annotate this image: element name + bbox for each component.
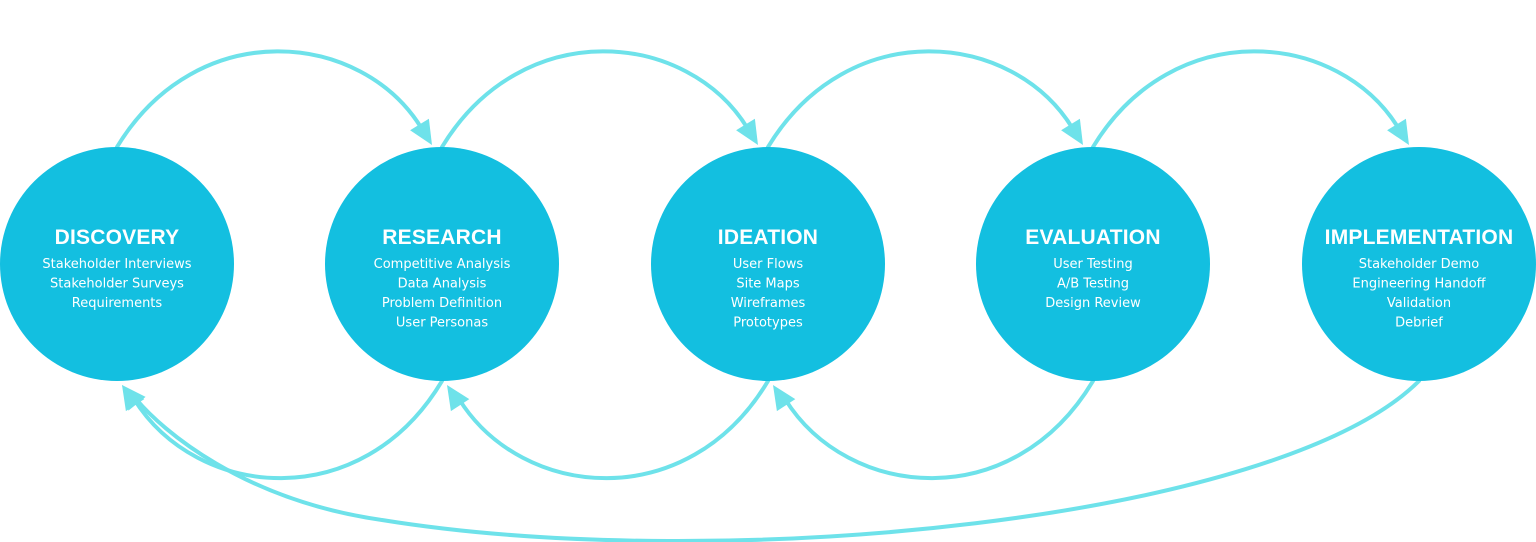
arrow-ideation-to-research [447,379,770,481]
arrow-evaluation-to-implementation-head [1387,118,1409,145]
stage-item-implementation-3: Validation [1387,296,1451,311]
stage-discovery: DISCOVERY Stakeholder InterviewsStakehold… [0,147,234,381]
stage-item-ideation-4: Prototypes [733,316,803,331]
arrow-implementation-to-discovery [122,379,1421,542]
stage-implementation: IMPLEMENTATION Stakeholder DemoEngineerin… [1302,147,1536,381]
stage-title-discovery: DISCOVERY [55,226,180,249]
stage-circle-research [325,147,559,381]
arrow-evaluation-to-ideation-line [783,379,1095,480]
stage-item-ideation-2: Site Maps [736,277,800,292]
stage-item-discovery-2: Stakeholder Surveys [50,277,184,292]
arrow-ideation-to-research-line [457,379,770,481]
arrow-implementation-to-discovery-head [122,385,146,411]
arrow-research-to-ideation-line [440,49,750,149]
stage-circle-ideation [651,147,885,381]
arrow-discovery-to-research [115,49,432,149]
arrow-evaluation-to-implementation [1091,49,1409,149]
arrow-discovery-to-research-head [410,118,432,145]
stage-title-evaluation: EVALUATION [1025,226,1160,249]
arrows-layer [115,49,1421,542]
stage-item-discovery-3: Requirements [72,296,163,311]
stage-item-research-4: User Personas [396,316,488,331]
stage-circle-implementation [1302,147,1536,381]
arrow-evaluation-to-ideation [773,379,1095,480]
arrow-discovery-to-research-line [115,49,424,149]
arrow-ideation-to-evaluation-line [766,49,1075,149]
arrow-implementation-to-discovery-line [134,379,1421,542]
stage-item-research-3: Problem Definition [382,296,502,311]
stage-item-ideation-3: Wireframes [731,296,806,311]
stage-item-ideation-1: User Flows [733,257,803,272]
stage-title-research: RESEARCH [382,226,501,249]
arrow-evaluation-to-implementation-line [1091,49,1401,149]
stage-title-ideation: IDEATION [718,226,818,249]
stage-item-evaluation-1: User Testing [1053,257,1132,272]
arrow-ideation-to-evaluation-head [1061,118,1083,145]
stage-item-evaluation-3: Design Review [1045,296,1141,311]
stage-item-implementation-4: Debrief [1395,316,1443,331]
stage-circle-evaluation [976,147,1210,381]
stage-item-implementation-2: Engineering Handoff [1352,277,1486,292]
arrow-ideation-to-evaluation [766,49,1083,149]
stage-item-implementation-1: Stakeholder Demo [1359,257,1480,272]
stage-circle-discovery [0,147,234,381]
stage-item-evaluation-2: A/B Testing [1057,277,1129,292]
arrow-research-to-discovery-line [132,379,444,480]
arrow-evaluation-to-ideation-head [773,385,796,412]
stage-item-research-2: Data Analysis [398,277,487,292]
arrow-research-to-ideation-head [736,118,758,145]
arrow-research-to-ideation [440,49,758,149]
stage-title-implementation: IMPLEMENTATION [1325,226,1514,249]
stage-item-research-1: Competitive Analysis [374,257,511,272]
arrow-ideation-to-research-head [447,385,470,412]
stage-item-discovery-1: Stakeholder Interviews [42,257,191,272]
